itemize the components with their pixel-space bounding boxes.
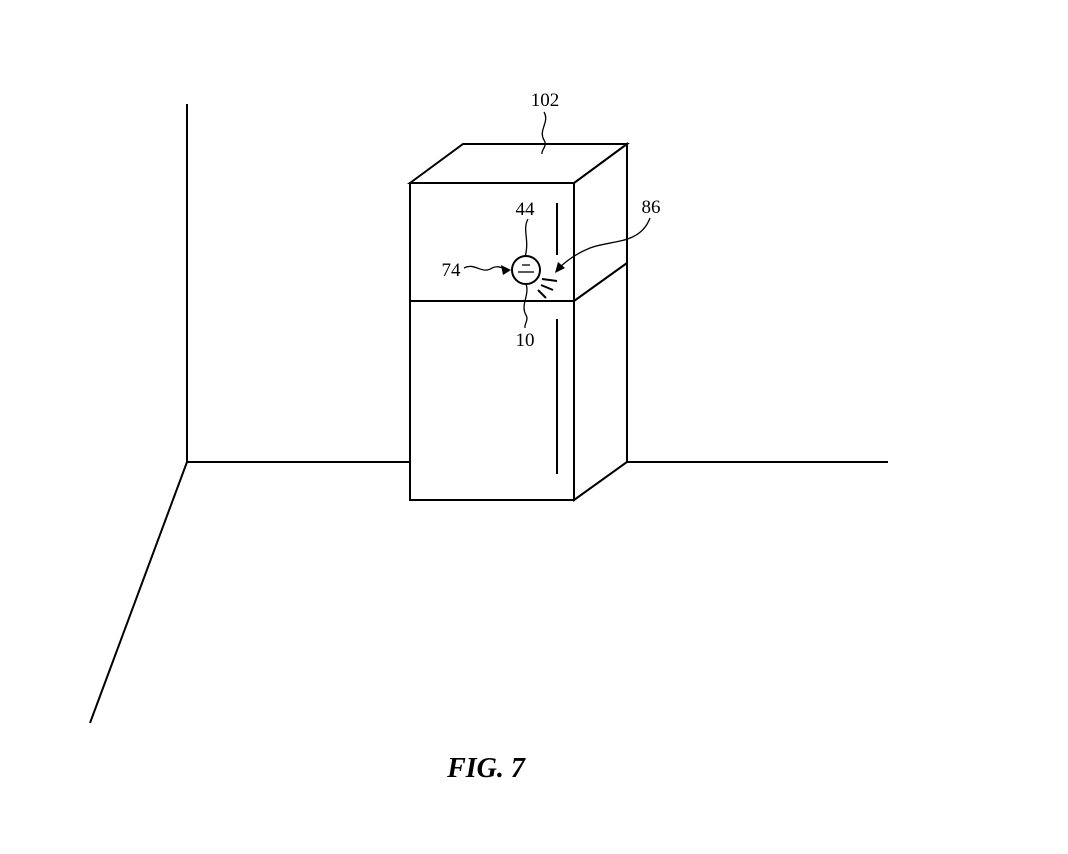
leader-10 (523, 283, 528, 329)
fridge-side-face (573, 142, 628, 502)
label-10: 10 (516, 330, 535, 351)
label-74: 74 (442, 260, 462, 281)
label-86: 86 (642, 197, 661, 218)
arrow-74 (501, 265, 511, 275)
light-ray (537, 289, 547, 299)
device-circle (511, 255, 541, 285)
leader-44 (524, 218, 529, 258)
figure-caption: FIG. 7 (446, 753, 526, 784)
label-44: 44 (516, 199, 536, 220)
leader-lines (463, 111, 651, 329)
light-ray (541, 278, 558, 282)
label-102: 102 (531, 90, 560, 111)
refrigerator (406, 142, 631, 502)
floor-line-diagonal (89, 461, 188, 724)
leader-102 (541, 111, 547, 155)
side-divider (573, 262, 628, 302)
light-ray (540, 284, 554, 291)
arrow-86 (555, 262, 565, 273)
room-walls (89, 104, 888, 724)
fridge-top-face (406, 143, 631, 184)
fridge-front-face (409, 182, 575, 501)
leader-86 (557, 217, 651, 270)
indicator-device (511, 255, 558, 299)
